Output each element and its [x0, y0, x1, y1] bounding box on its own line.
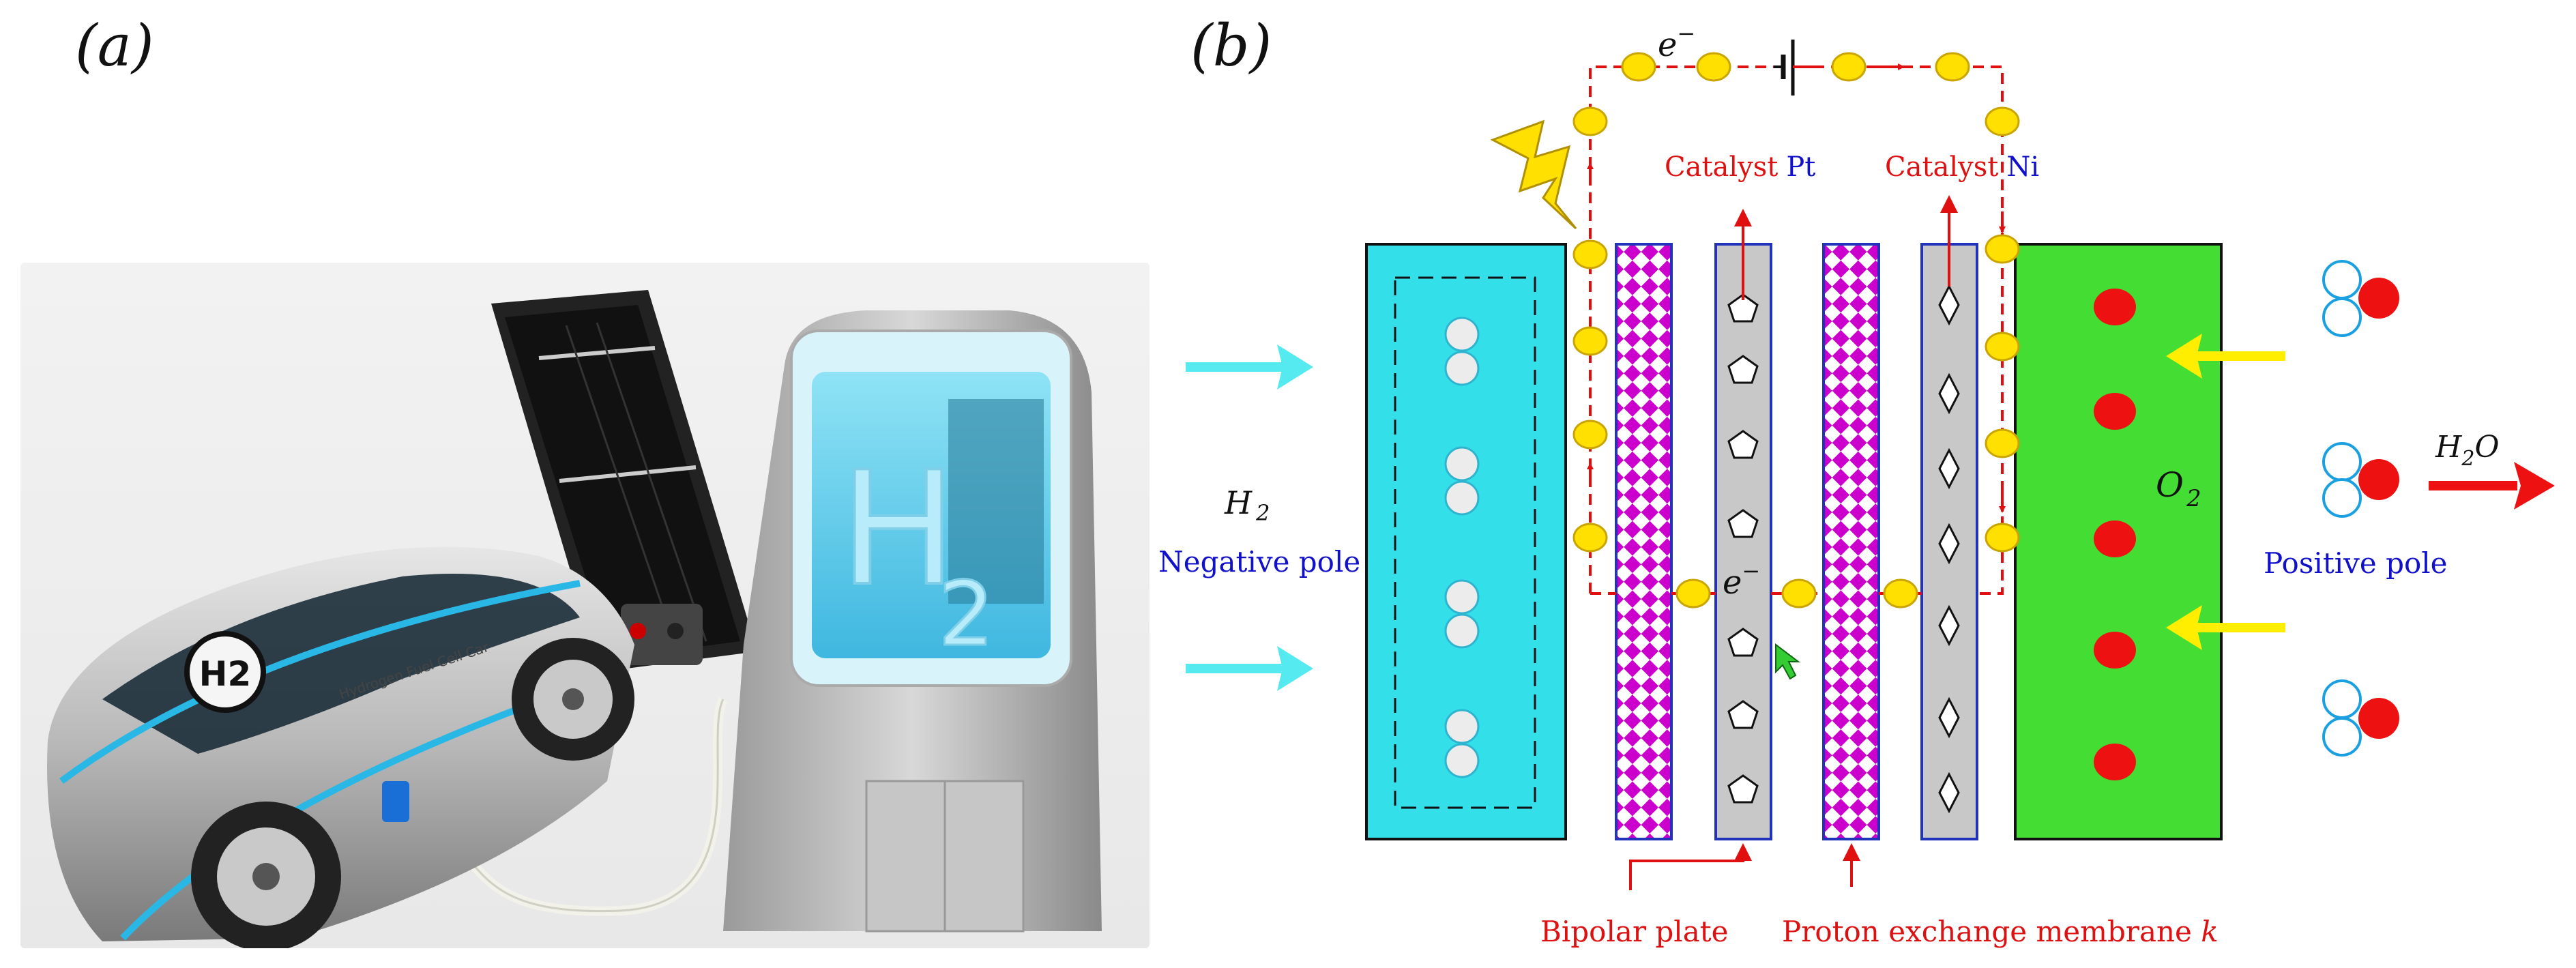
car-h2-badge: H2: [199, 654, 252, 694]
fuel-cell-car: H2 Hydrogen Fuel Cell Car: [47, 546, 634, 948]
hydrogen-channel-dashed: [1394, 276, 1536, 809]
circuit-arrows: [1587, 63, 2006, 513]
panel-label-a: (a): [75, 12, 154, 79]
membrane-right: [1822, 243, 1880, 840]
cursor-icon: [1775, 643, 1800, 680]
electron-dots: [1572, 52, 2020, 608]
oxygen-inflow-arrows: [2166, 334, 2285, 650]
battery-symbol: [1774, 40, 1813, 96]
proton-exchange-membrane-label: Proton exchange membrane k: [1782, 915, 2219, 948]
lightning-bolt-icon: [1490, 119, 1577, 230]
hydrogen-molecules: [1444, 317, 1480, 778]
solar-panel: [491, 290, 757, 672]
fuel-cell-car-photo: H 2 H2 Hydrogen Fuel Cell Car: [20, 263, 1150, 948]
negative-pole-label: Negative pole: [1158, 545, 1360, 578]
bipolar-plate-pt: [1714, 243, 1772, 840]
tank-letter: H: [839, 439, 957, 621]
water-label: H2O: [2435, 430, 2500, 471]
electrolyser-unit: H 2: [723, 310, 1102, 933]
tank-subscript: 2: [938, 562, 995, 666]
oxygen-atoms-in-block: [2094, 289, 2136, 780]
positive-pole-label: Positive pole: [2264, 546, 2448, 580]
membrane-left: [1615, 243, 1673, 840]
electron-label-top: e−: [1658, 20, 1695, 64]
panel-label-b: (b): [1190, 12, 1272, 79]
electron-label-mid: e−: [1723, 558, 1760, 602]
ni-catalyst-diamonds: [1938, 284, 1960, 814]
bipolar-plate-label: Bipolar plate: [1540, 915, 1728, 948]
water-outflow-arrow: [2429, 462, 2555, 510]
bottom-leader-lines: [1629, 843, 1860, 890]
catalyst-leader-lines: [1734, 195, 1958, 300]
hydrogen-inflow-arrows: [1186, 344, 1313, 691]
water-molecules: [2322, 260, 2399, 757]
pt-catalyst-pentagons: [1727, 293, 1759, 804]
